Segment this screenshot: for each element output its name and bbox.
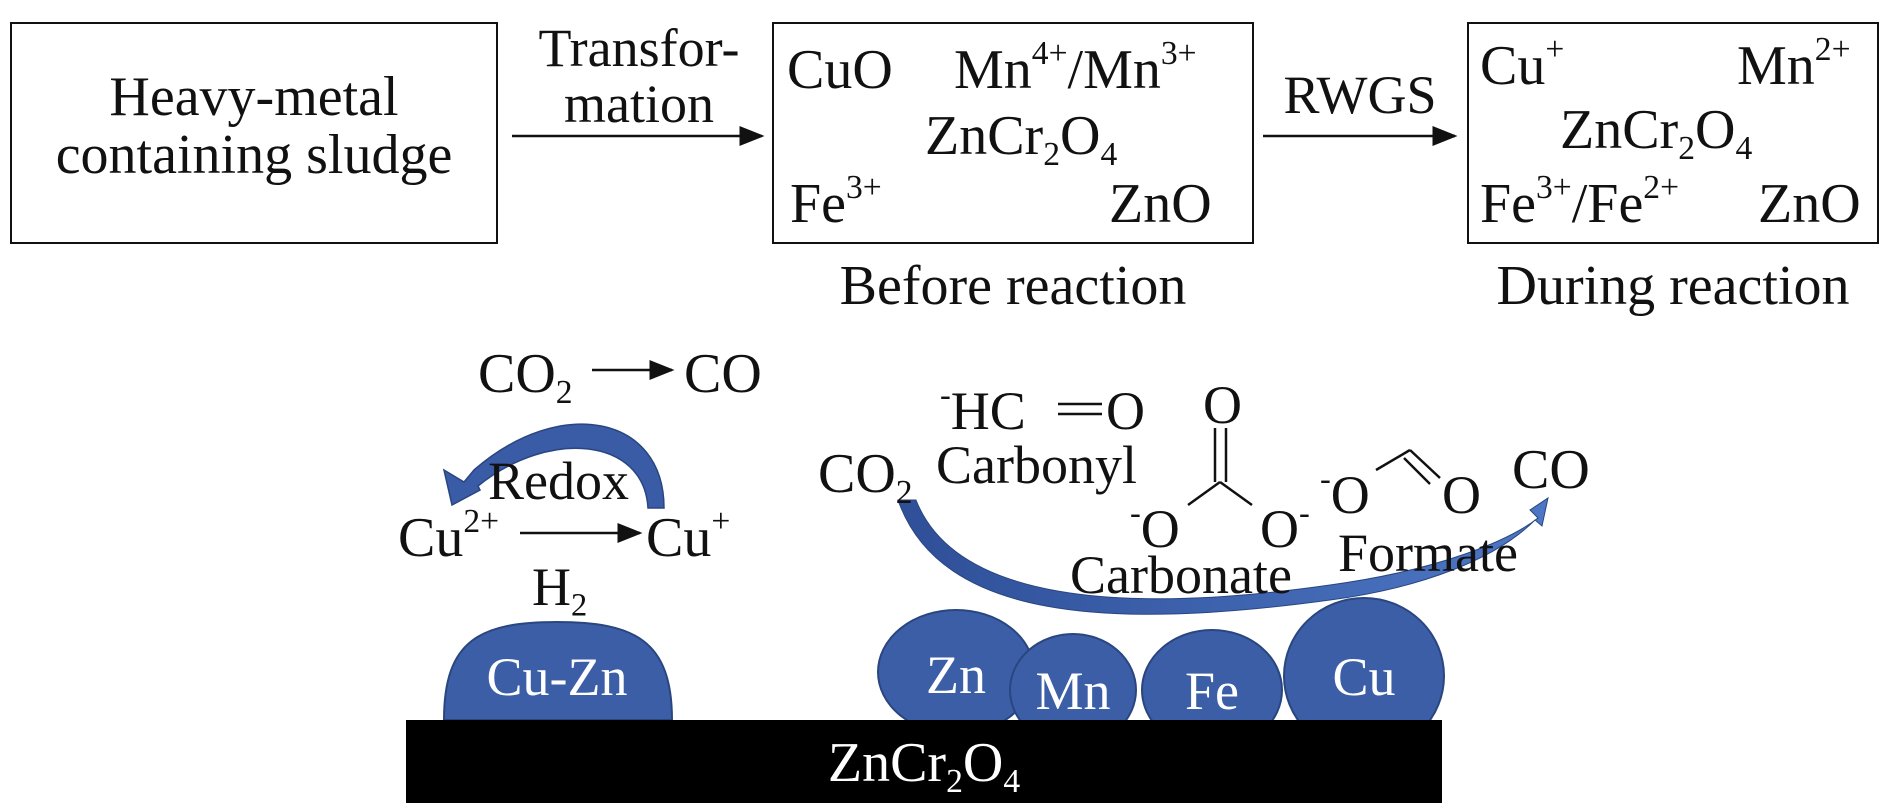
before-reaction-box: [772, 22, 1254, 244]
redox-curved-arrow: [442, 423, 665, 509]
rwgs-label: RWGS: [1283, 65, 1437, 125]
co-left: CO: [684, 343, 762, 405]
cuzn-particle-label: Cu-Zn: [486, 647, 628, 707]
during-zno: ZnO: [1758, 173, 1861, 235]
sludge-label-line1: Heavy-metal: [109, 66, 399, 128]
transformation-line2: mation: [564, 74, 714, 134]
carbonyl-label: Carbonyl: [936, 435, 1137, 495]
co2-mid: CO2: [818, 443, 913, 511]
formate-o-left: -O: [1320, 461, 1370, 525]
support-label: ZnCr2O4: [827, 732, 1021, 800]
co-right: CO: [1512, 439, 1590, 501]
cu-particle-label: Cu: [1332, 647, 1396, 707]
before-reaction-caption: Before reaction: [839, 255, 1187, 317]
hc-o-label: -HC: [940, 377, 1026, 441]
carbonate-o-right: O-: [1260, 495, 1310, 559]
before-zno: ZnO: [1109, 173, 1212, 235]
during-zncr2o4: ZnCr2O4: [1560, 99, 1753, 167]
during-reaction-caption: During reaction: [1496, 255, 1850, 317]
h2-label: H2: [532, 557, 588, 624]
co2-left: CO2: [478, 343, 573, 411]
during-reaction-box: [1467, 22, 1879, 244]
cu2-label: Cu2+: [398, 502, 500, 569]
sludge-label: Heavy-metal containing sludge: [10, 68, 498, 184]
cuzn-particle: [442, 620, 674, 721]
fe-particle-label: Fe: [1185, 661, 1239, 721]
formate-bonds: [1375, 448, 1441, 485]
before-mn: Mn4+/Mn3+: [954, 34, 1197, 101]
before-zncr2o4: ZnCr2O4: [925, 105, 1118, 173]
during-mn: Mn2+: [1737, 30, 1851, 97]
carbonate-label: Carbonate: [1070, 545, 1292, 605]
sludge-label-line2: containing sludge: [55, 124, 453, 186]
redox-label: Redox: [488, 451, 629, 511]
before-fe: Fe3+: [790, 168, 882, 235]
transformation-label: Transfor- mation: [514, 20, 764, 132]
carbonyl-double-bond: [1058, 402, 1102, 416]
carbonate-o-top: O: [1203, 375, 1242, 435]
transformation-line1: Transfor-: [538, 18, 740, 78]
cu1-label: Cu+: [646, 502, 731, 569]
formate-o-right: O: [1442, 465, 1481, 525]
during-fe: Fe3+/Fe2+: [1480, 168, 1680, 235]
carbonate-bonds: [1187, 428, 1253, 507]
before-cuo: CuO: [787, 39, 893, 101]
carbonate-o-left: -O: [1130, 495, 1180, 559]
reaction-path-arrow: [897, 496, 1549, 615]
carbonyl-o: O: [1106, 381, 1145, 441]
formate-label: Formate: [1338, 523, 1518, 583]
mn-particle-label: Mn: [1035, 661, 1111, 721]
during-cu: Cu+: [1480, 30, 1565, 97]
sludge-box: [10, 22, 498, 244]
zn-particle-label: Zn: [926, 645, 986, 705]
